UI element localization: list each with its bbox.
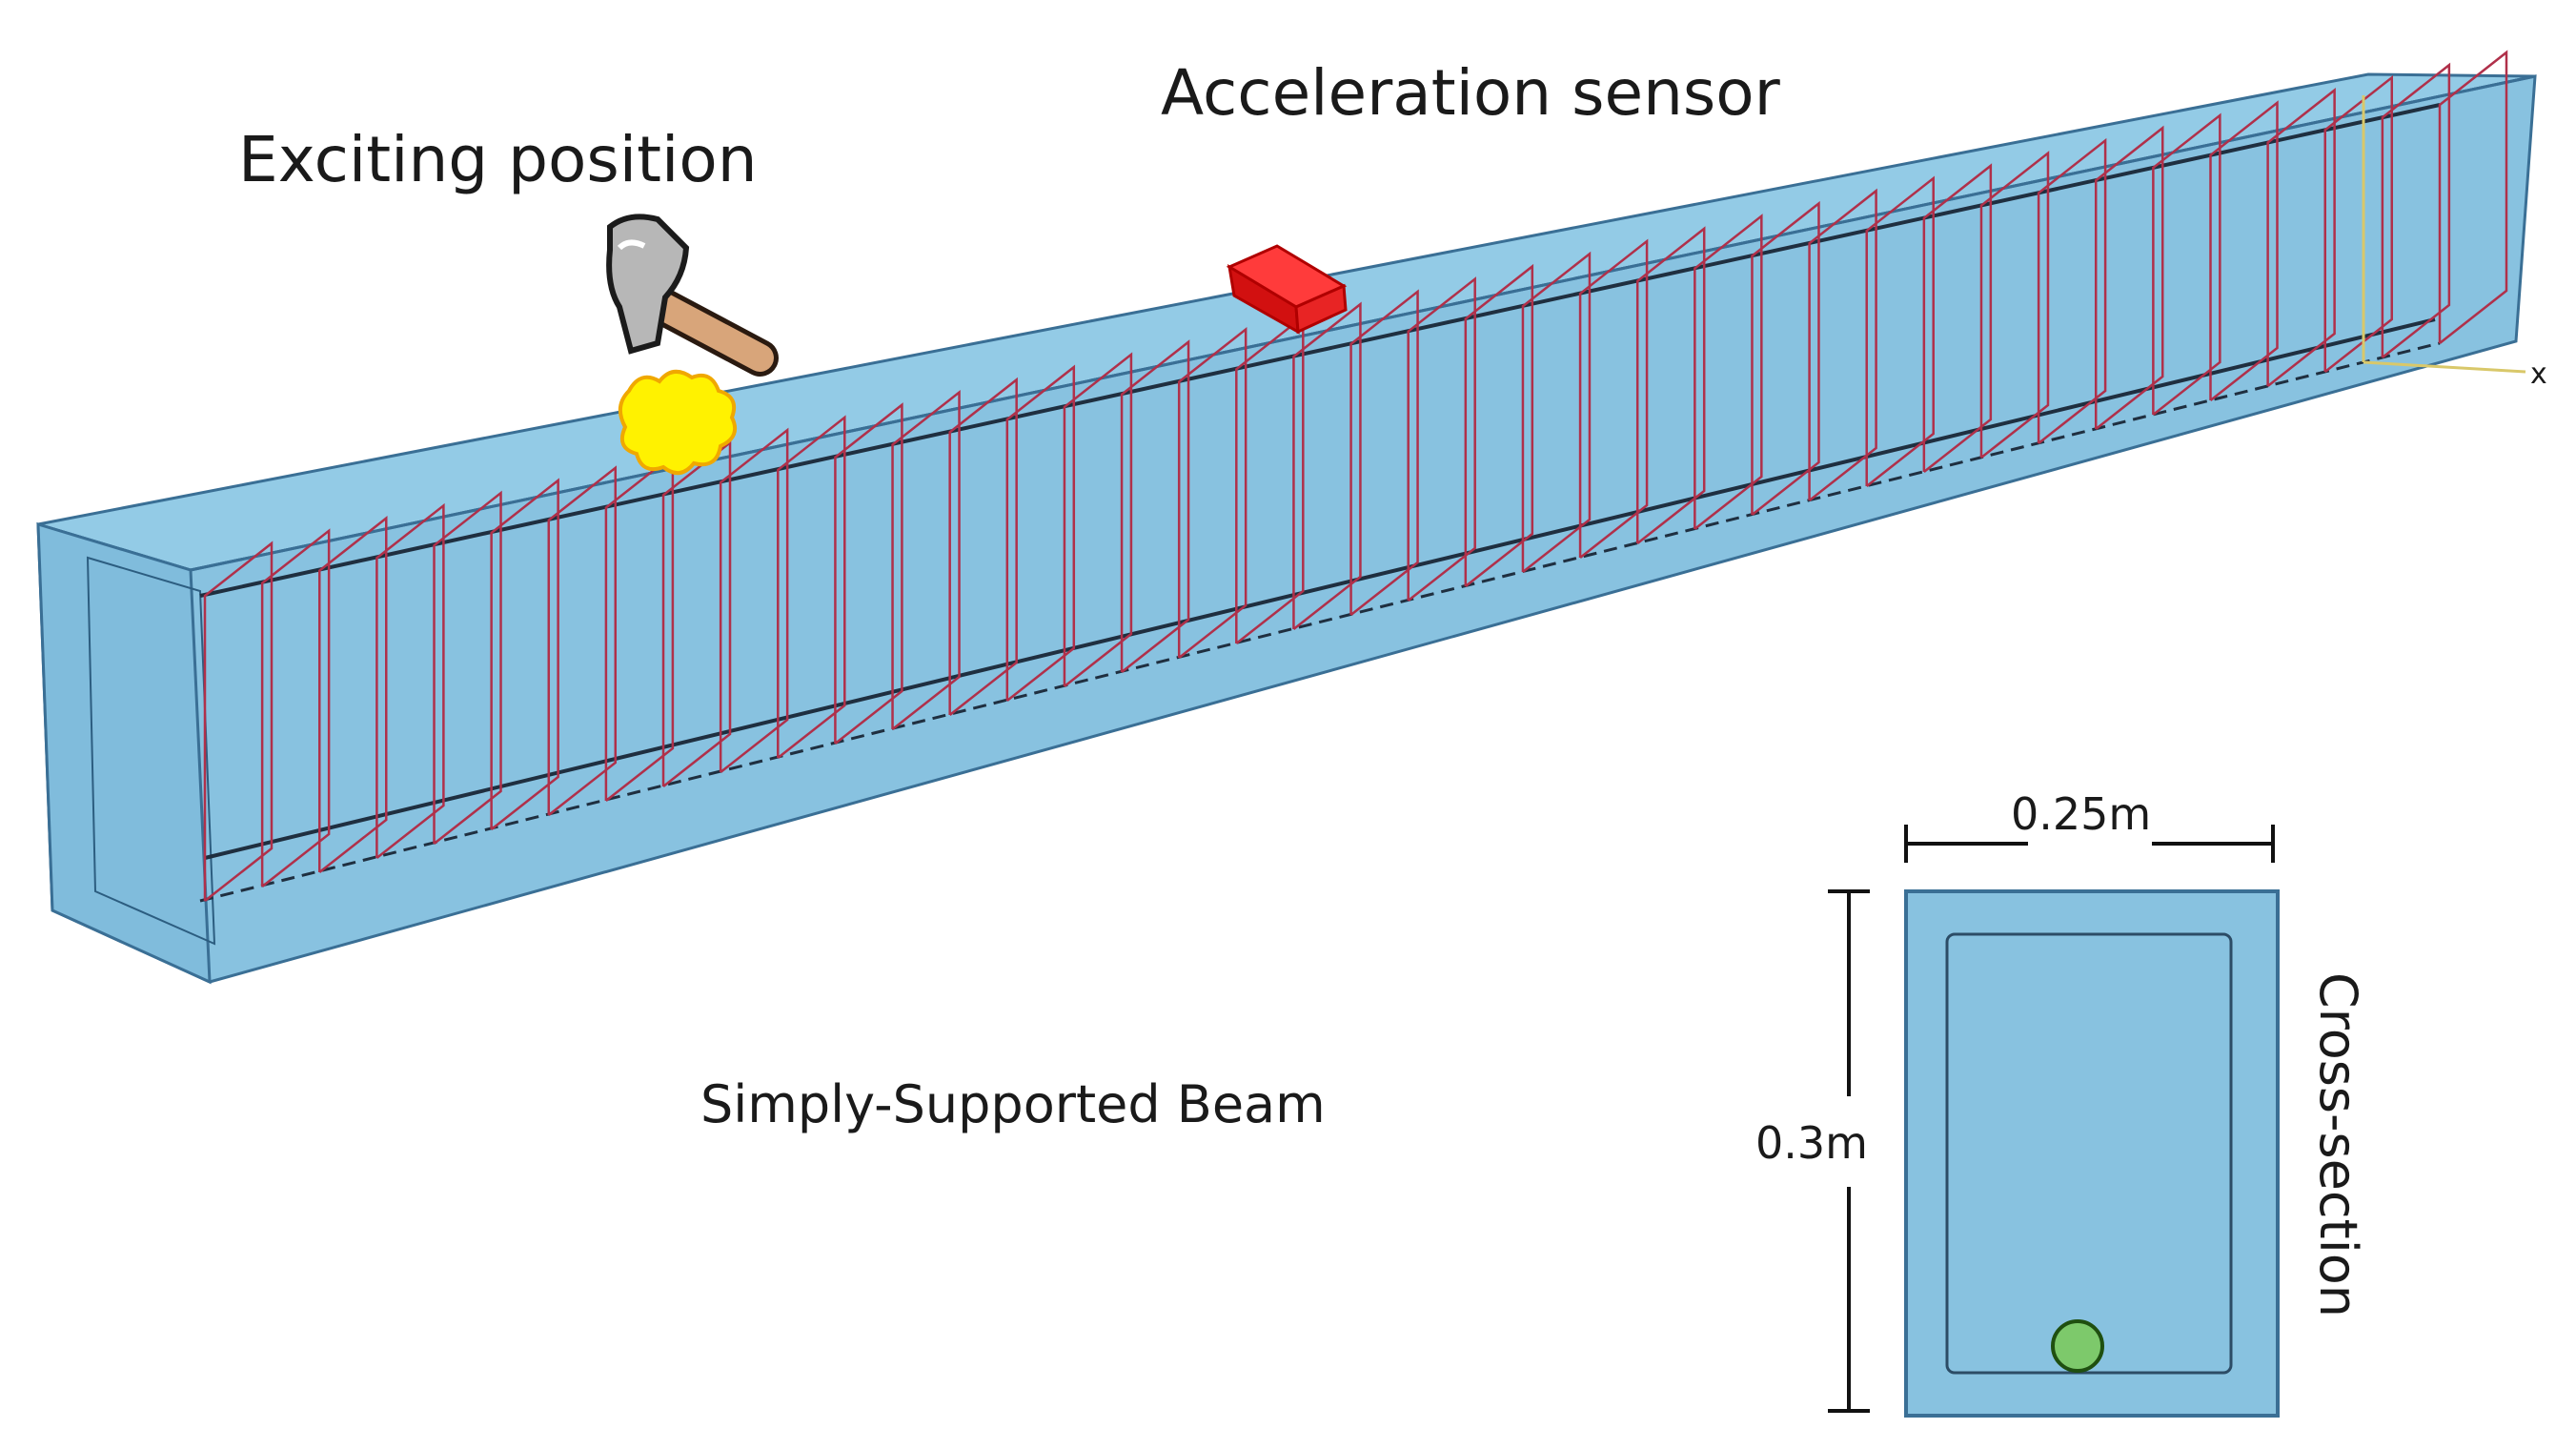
stirrup: [375, 502, 445, 859]
beam-top-rear-edge: [190, 74, 2536, 572]
stirrup: [318, 516, 388, 873]
stirrup: [1578, 238, 1649, 559]
rebar-bottom-front: [199, 341, 2441, 903]
stirrup: [203, 541, 274, 902]
stirrup: [1292, 301, 1362, 630]
sensor-cube-icon: [1226, 244, 1348, 335]
stirrup: [547, 465, 618, 816]
stirrup: [719, 427, 789, 773]
stirrup: [891, 389, 961, 730]
stirrup: [1005, 364, 1076, 702]
rebar-bottom: [204, 317, 2436, 860]
stirrup: [2209, 100, 2279, 401]
stirrup: [2094, 125, 2164, 430]
stirrup: [1063, 352, 1133, 687]
stirrup: [661, 439, 732, 787]
axis-line: [2363, 360, 2526, 374]
axis-x-label: x: [2530, 357, 2547, 391]
cross-section: 0.25m 0.3m Cross-section: [1755, 788, 2368, 1418]
stirrup: [2438, 50, 2508, 344]
exciting-position-label: Exciting position: [238, 123, 758, 196]
stirrup: [1922, 163, 1993, 473]
stirrup: [1808, 188, 1877, 501]
stirrup: [490, 478, 559, 830]
rebar-top: [199, 103, 2441, 598]
stirrup: [1521, 251, 1592, 573]
stirrup: [777, 415, 846, 759]
stirrup: [260, 528, 331, 888]
stirrup: [2152, 112, 2221, 416]
section-stirrup: [1945, 932, 2233, 1375]
section-rebar: [2051, 1319, 2104, 1373]
stirrup: [1177, 326, 1247, 659]
height-label: 0.3m: [1755, 1117, 1868, 1169]
stirrup: [1635, 226, 1706, 544]
stirrup: [433, 490, 502, 845]
stirrup: [2381, 62, 2451, 358]
stirrup: [2037, 137, 2107, 444]
stirrup: [1979, 151, 2050, 459]
hammer-icon: [606, 214, 779, 377]
beam-end-inner: [86, 556, 216, 946]
stirrup: [834, 402, 903, 745]
stirrup: [2266, 88, 2336, 387]
width-label: 0.25m: [2011, 788, 2151, 840]
stirrup: [1349, 289, 1419, 616]
stirrup: [1407, 276, 1476, 602]
cross-section-label: Cross-section: [2308, 972, 2368, 1317]
acceleration-sensor-label: Acceleration sensor: [1161, 56, 1781, 130]
beam-name-label: Simply-Supported Beam: [700, 1074, 1326, 1134]
stirrup: [1120, 339, 1190, 673]
stirrup: [948, 377, 1018, 716]
stirrup: [1865, 175, 1935, 487]
stirrup-group: [203, 50, 2508, 902]
stirrup: [1694, 214, 1763, 530]
beam-end-face: [36, 521, 212, 985]
stirrup: [2323, 74, 2393, 373]
impact-burst-icon: [618, 370, 737, 475]
stirrup: [1464, 263, 1534, 587]
stirrup: [1751, 200, 1820, 516]
